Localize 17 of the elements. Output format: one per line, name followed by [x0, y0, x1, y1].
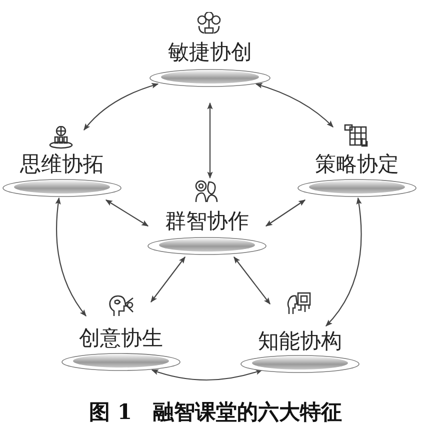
arrow [105, 200, 149, 226]
node-label: 群智协作 [164, 209, 250, 233]
arrow [234, 256, 270, 305]
node-label: 敏捷协创 [167, 40, 253, 64]
node-label: 创意协生 [78, 326, 164, 350]
node-label: 策略协定 [314, 152, 400, 176]
arrow [151, 369, 263, 381]
arrow [207, 102, 213, 179]
arrow [326, 197, 362, 327]
node-label: 思维协拓 [19, 152, 105, 176]
arrow [150, 256, 186, 303]
arrow [255, 83, 334, 128]
arrow [84, 83, 159, 131]
arrow [55, 197, 86, 317]
node-label: 知能协构 [257, 329, 343, 353]
arrow [265, 200, 306, 226]
figure-caption: 图 1 融智课堂的六大特征 [88, 398, 343, 426]
